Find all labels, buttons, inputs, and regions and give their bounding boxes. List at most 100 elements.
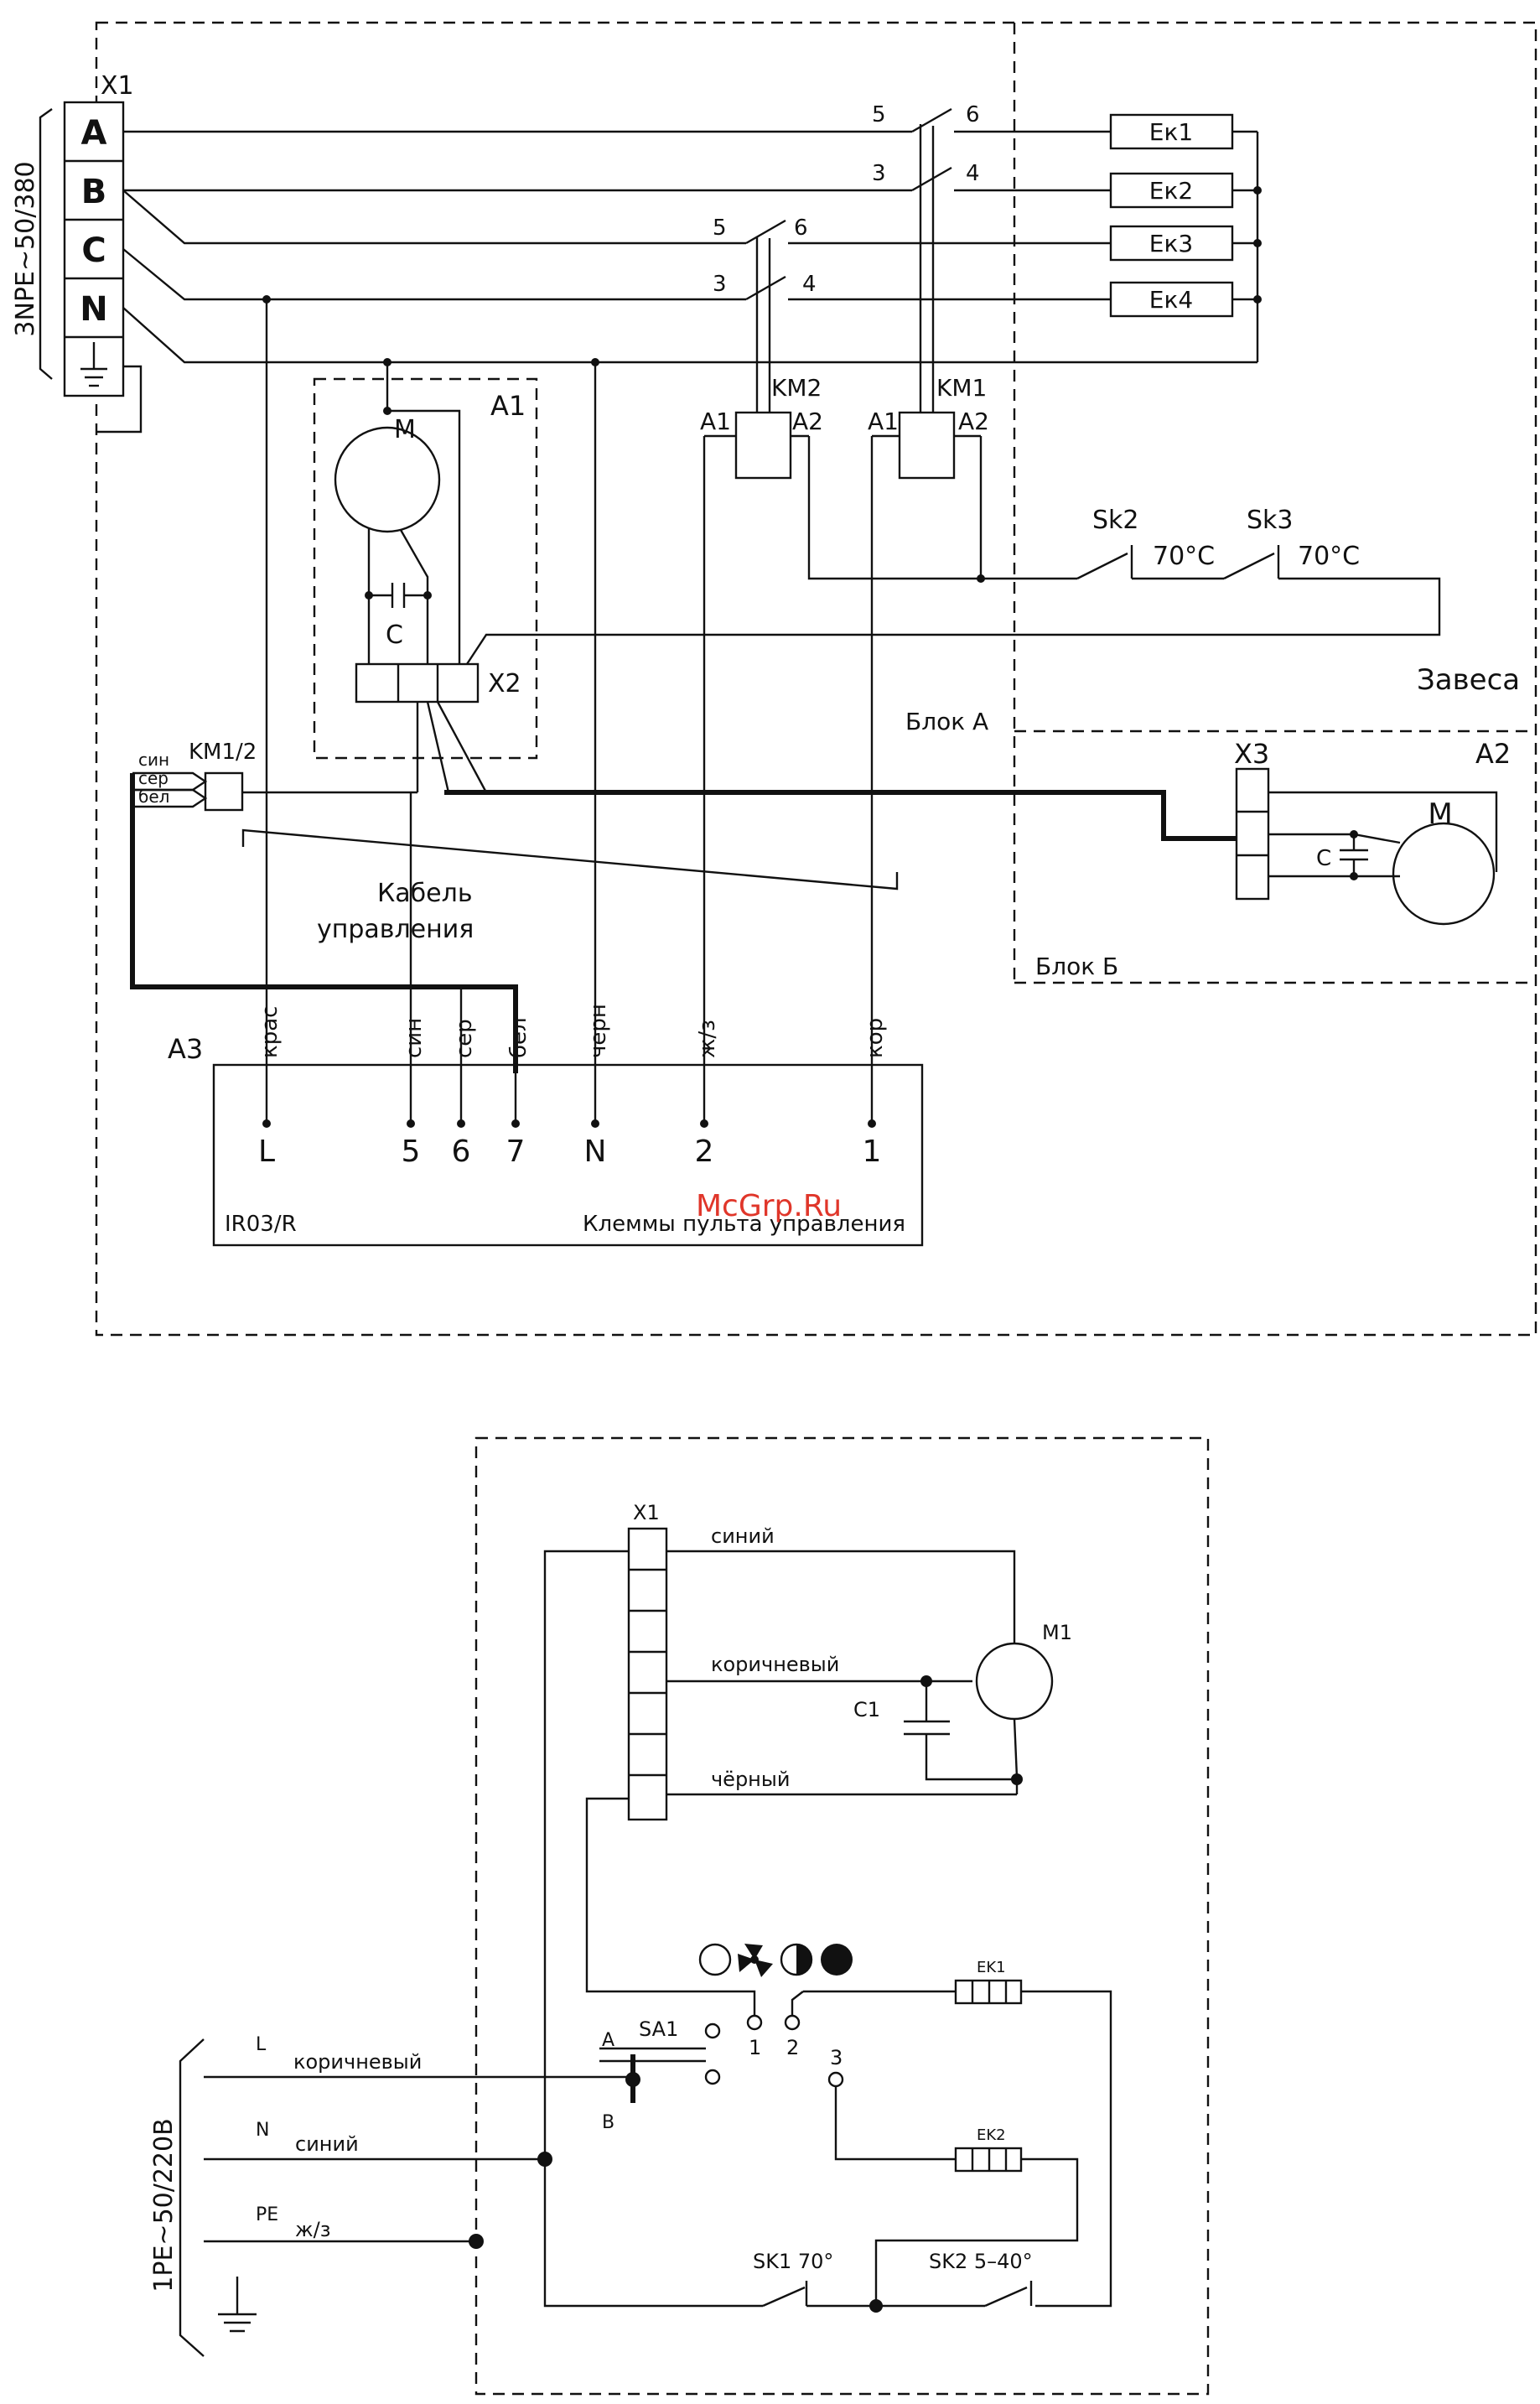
mode-fan-icon (738, 1944, 773, 1977)
sk2-bottom-label: SK2 5–40° (929, 2250, 1033, 2273)
sa1-label: SA1 (639, 2017, 678, 2041)
terminal-a-label: A (81, 114, 107, 153)
sk2-temp-label: 70°C (1153, 542, 1215, 571)
mode-icons (698, 1943, 853, 1977)
wire-label-kras: крас (257, 1006, 283, 1058)
l-color-label: коричневый (293, 2050, 422, 2074)
wire-label-kor: кор (863, 1018, 888, 1058)
heater-ek2 (1109, 172, 1234, 209)
km1-coil (870, 411, 985, 1124)
top-wiring-diagram: X1 A B C N 3NPE~50/380 5 6 3 4 (11, 21, 1537, 1337)
heater-ek2-bottom (954, 2147, 1023, 2173)
panel-terminal-7: 7 (506, 1135, 526, 1169)
zavesa-label: Завеса (1417, 663, 1520, 697)
x1-bottom-label: X1 (633, 1501, 660, 1524)
supply-label: 3NPE~50/380 (11, 161, 40, 336)
control-cable-bracket (241, 828, 899, 890)
km1-a2-label: A2 (958, 408, 989, 435)
heater-ek1-bottom (954, 1979, 1023, 2005)
a3-control-panel (212, 1063, 924, 1247)
a2-block-label: A2 (1475, 738, 1511, 770)
contact-2-label: 2 (786, 2036, 799, 2059)
km2-label: KM2 (771, 374, 822, 402)
contact-num-3a: 3 (872, 161, 886, 186)
thermostat-chain (464, 545, 1441, 667)
mode-half-heat-icon (780, 1943, 813, 1976)
terminal-n-label: N (80, 290, 107, 329)
panel-terminal-2: 2 (695, 1135, 714, 1169)
contact-num-6b: 6 (794, 215, 808, 241)
a1-block-label: A1 (490, 390, 526, 422)
phase-b-branch (122, 190, 746, 245)
km2-a1-label: A1 (700, 408, 731, 435)
panel-terminal-l: L (258, 1135, 275, 1169)
watermark: McGrp.Ru (696, 1189, 842, 1223)
wire-bel-label: бел (138, 787, 169, 807)
a3-label: A3 (168, 1033, 203, 1065)
bottom-enclosure (474, 1436, 1210, 2396)
panel-terminal-1: 1 (863, 1135, 882, 1169)
x1-terminal-block (39, 101, 143, 434)
panel-terminal-6: 6 (452, 1135, 471, 1169)
motor-m1 (975, 1642, 1054, 1721)
km2-a2-label: A2 (792, 408, 823, 435)
panel-terminal-5: 5 (402, 1135, 421, 1169)
wire-blue-label: синий (711, 1524, 775, 1548)
terminal-c-label: C (81, 231, 106, 270)
n-label: N (256, 2120, 269, 2141)
motor-m1-label: M1 (1042, 1621, 1072, 1644)
motor-a1 (334, 426, 441, 533)
heater-ek4 (1109, 281, 1234, 318)
a1-motor-block (313, 377, 538, 760)
n-color-label: синий (295, 2132, 359, 2156)
contact-num-4b: 4 (802, 272, 817, 297)
wire-label-zh-z: ж/з (695, 1020, 720, 1058)
wire-sin-label: син (138, 750, 169, 770)
heater-ek1-bottom-label: EK1 (977, 1959, 1006, 1976)
ground-bottom-icon (218, 2277, 257, 2333)
x1-vertical-terminal (627, 1527, 668, 1821)
motor-a1-label: M (394, 415, 416, 444)
heaters-group (1109, 113, 1262, 362)
terminal-b-label: B (81, 173, 107, 211)
x1-label: X1 (101, 71, 134, 101)
supply-bottom-label: 1PE~50/220B (149, 2118, 179, 2292)
wire-ser-label: сер (138, 768, 169, 788)
km2-coil (703, 411, 981, 1124)
blok-b-label: Блок Б (1035, 953, 1118, 980)
sa1-switch[interactable] (599, 2022, 721, 2103)
heater-ek4-label: Eк4 (1149, 286, 1193, 314)
motor-a2 (1392, 822, 1496, 926)
km1-2-label: KM1/2 (189, 740, 257, 765)
capacitor-a2-label: C (1316, 846, 1331, 871)
pe-color-label: ж/з (295, 2218, 330, 2241)
x3-terminal (1235, 767, 1270, 901)
bottom-wiring-diagram: X1 синий коричневый чёрный M1 C1 (149, 1436, 1210, 2396)
panel-caption-label: Клеммы пульта управления (583, 1212, 905, 1237)
heater-ek2-bottom-label: EK2 (977, 2126, 1006, 2144)
sk2-label: Sk2 (1092, 506, 1139, 535)
sa1-pos-b-label: B (602, 2112, 614, 2133)
blok-a-label: Блок А (905, 708, 988, 735)
cable-label-line2: управления (317, 915, 474, 944)
wire-label-chern: черн (586, 1004, 611, 1058)
km1-contacts (911, 107, 952, 413)
contact-3-label: 3 (830, 2046, 843, 2069)
capacitor-a1-label: C (386, 620, 403, 650)
contact-num-4a: 4 (966, 161, 980, 186)
km2-contacts (745, 219, 786, 413)
x2-label: X2 (488, 669, 521, 698)
sk1-label: SK1 70° (753, 2250, 833, 2273)
l-label: L (256, 2034, 267, 2055)
km1-label: KM1 (936, 374, 987, 402)
x2-terminal (355, 662, 480, 704)
cable-to-blok-b (444, 790, 1237, 841)
wire-label-bel: бел (506, 1017, 531, 1058)
mode-full-heat-icon (821, 1944, 853, 1976)
motor-a2-label: M (1428, 797, 1452, 831)
contact-num-6a: 6 (966, 102, 980, 127)
thermostat-sk2 (984, 2281, 1033, 2308)
heater-ek2-label: Eк2 (1149, 177, 1193, 205)
contact-num-5a: 5 (872, 102, 886, 127)
